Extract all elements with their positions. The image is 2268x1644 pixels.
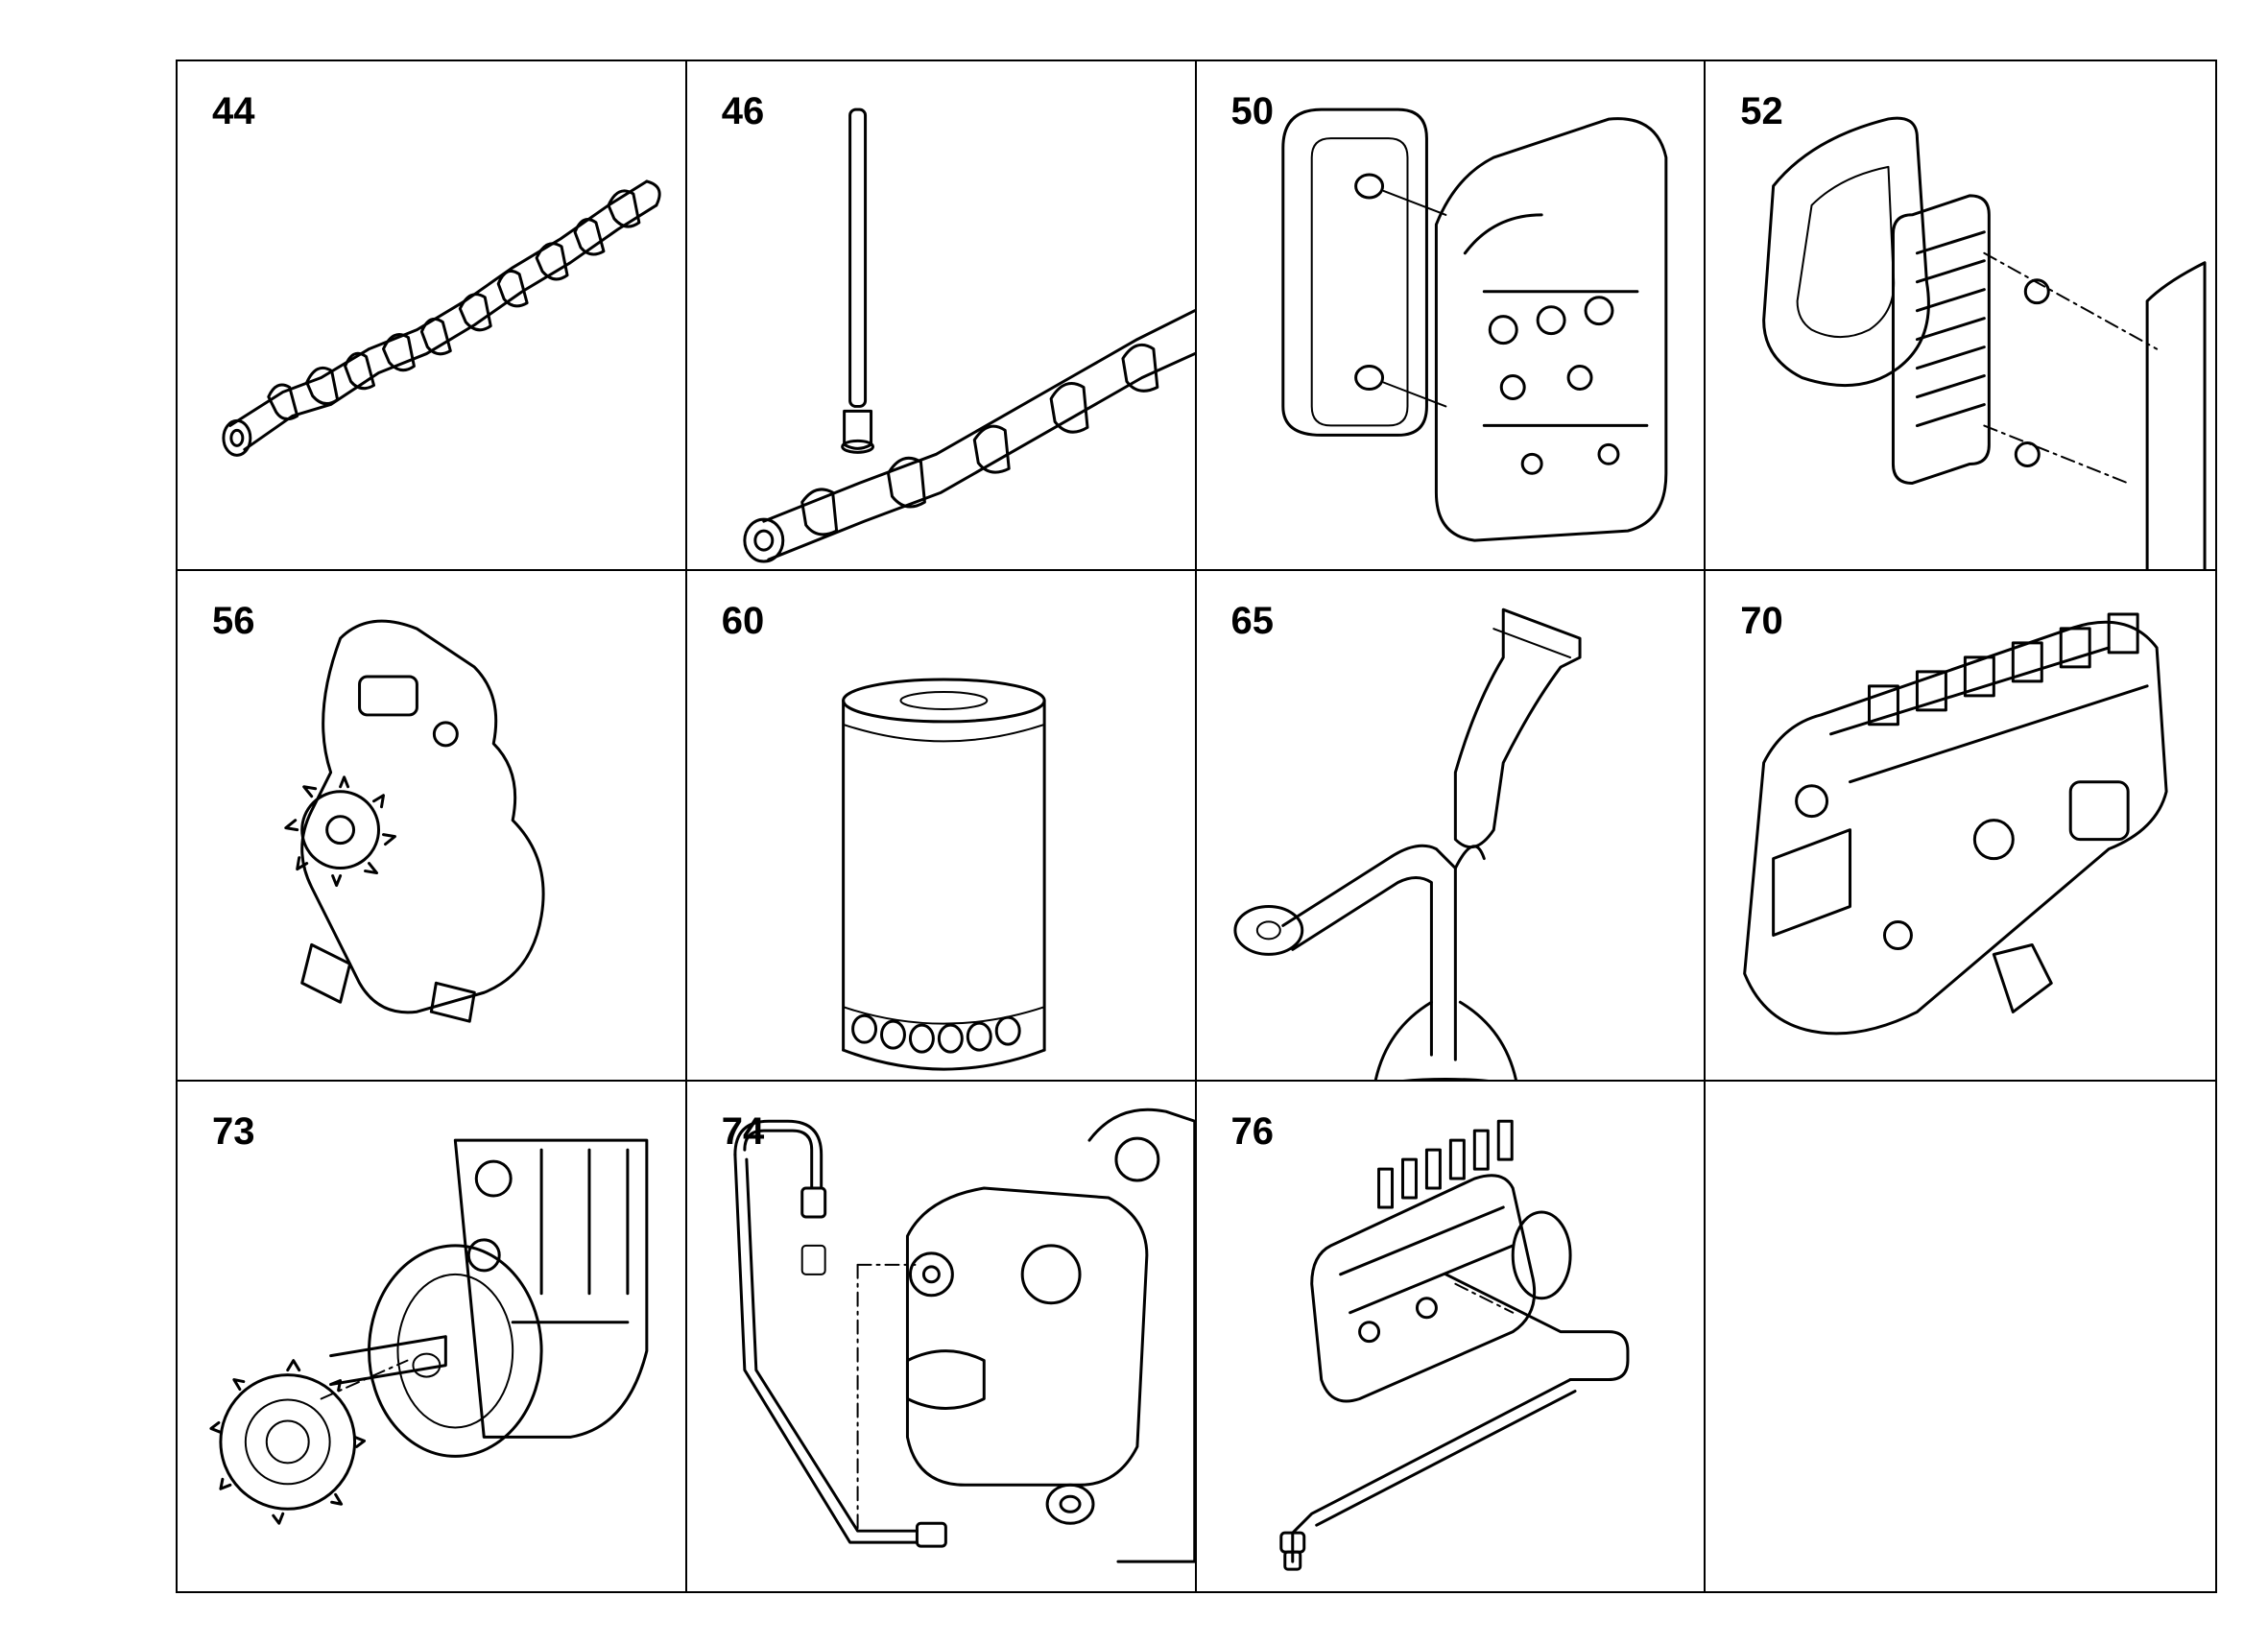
camshaft-icon bbox=[178, 61, 685, 569]
part-number: 73 bbox=[212, 1109, 255, 1153]
part-number: 52 bbox=[1740, 90, 1783, 132]
part-number: 74 bbox=[721, 1109, 765, 1153]
oil-cooler-gasket-icon bbox=[1706, 61, 2215, 570]
part-cell-73[interactable]: 73 bbox=[178, 1081, 687, 1591]
part-cell-60[interactable]: 60 bbox=[686, 571, 1197, 1082]
pump-oil-return-line-icon bbox=[1197, 1082, 1705, 1591]
part-cell-44[interactable]: 44 bbox=[178, 61, 687, 572]
empty-cell bbox=[1706, 1081, 2215, 1591]
injection-pump-gear-icon bbox=[178, 1082, 685, 1591]
oil-suction-pipe-icon bbox=[1197, 571, 1705, 1080]
part-cell-56[interactable]: 56 bbox=[178, 571, 687, 1082]
parts-grid: 44 46 bbox=[176, 60, 2217, 1593]
part-number: 56 bbox=[212, 600, 255, 643]
part-number: 60 bbox=[721, 600, 765, 643]
part-cell-52[interactable]: 52 bbox=[1706, 61, 2215, 572]
oil-filter-icon bbox=[687, 571, 1195, 1079]
part-number: 50 bbox=[1230, 90, 1275, 132]
oil-pump-icon bbox=[178, 571, 685, 1079]
part-number: 46 bbox=[721, 90, 765, 132]
part-cell-74[interactable]: 74 bbox=[686, 1081, 1197, 1591]
oil-cooler-cover-icon bbox=[1197, 61, 1705, 569]
part-cell-46[interactable]: 46 bbox=[686, 61, 1197, 572]
part-cell-50[interactable]: 50 bbox=[1196, 61, 1707, 572]
part-cell-70[interactable]: 70 bbox=[1706, 571, 2215, 1082]
part-cell-65[interactable]: 65 bbox=[1196, 571, 1707, 1082]
part-number: 44 bbox=[212, 90, 255, 132]
part-number: 76 bbox=[1230, 1109, 1275, 1153]
oil-feed-line-icon bbox=[687, 1082, 1195, 1591]
part-number: 65 bbox=[1230, 600, 1275, 643]
injection-pump-icon bbox=[1706, 571, 2215, 1079]
part-cell-76[interactable]: 76 bbox=[1196, 1081, 1707, 1591]
part-number: 70 bbox=[1740, 600, 1783, 643]
camshaft-with-pushrod-icon bbox=[687, 61, 1195, 569]
